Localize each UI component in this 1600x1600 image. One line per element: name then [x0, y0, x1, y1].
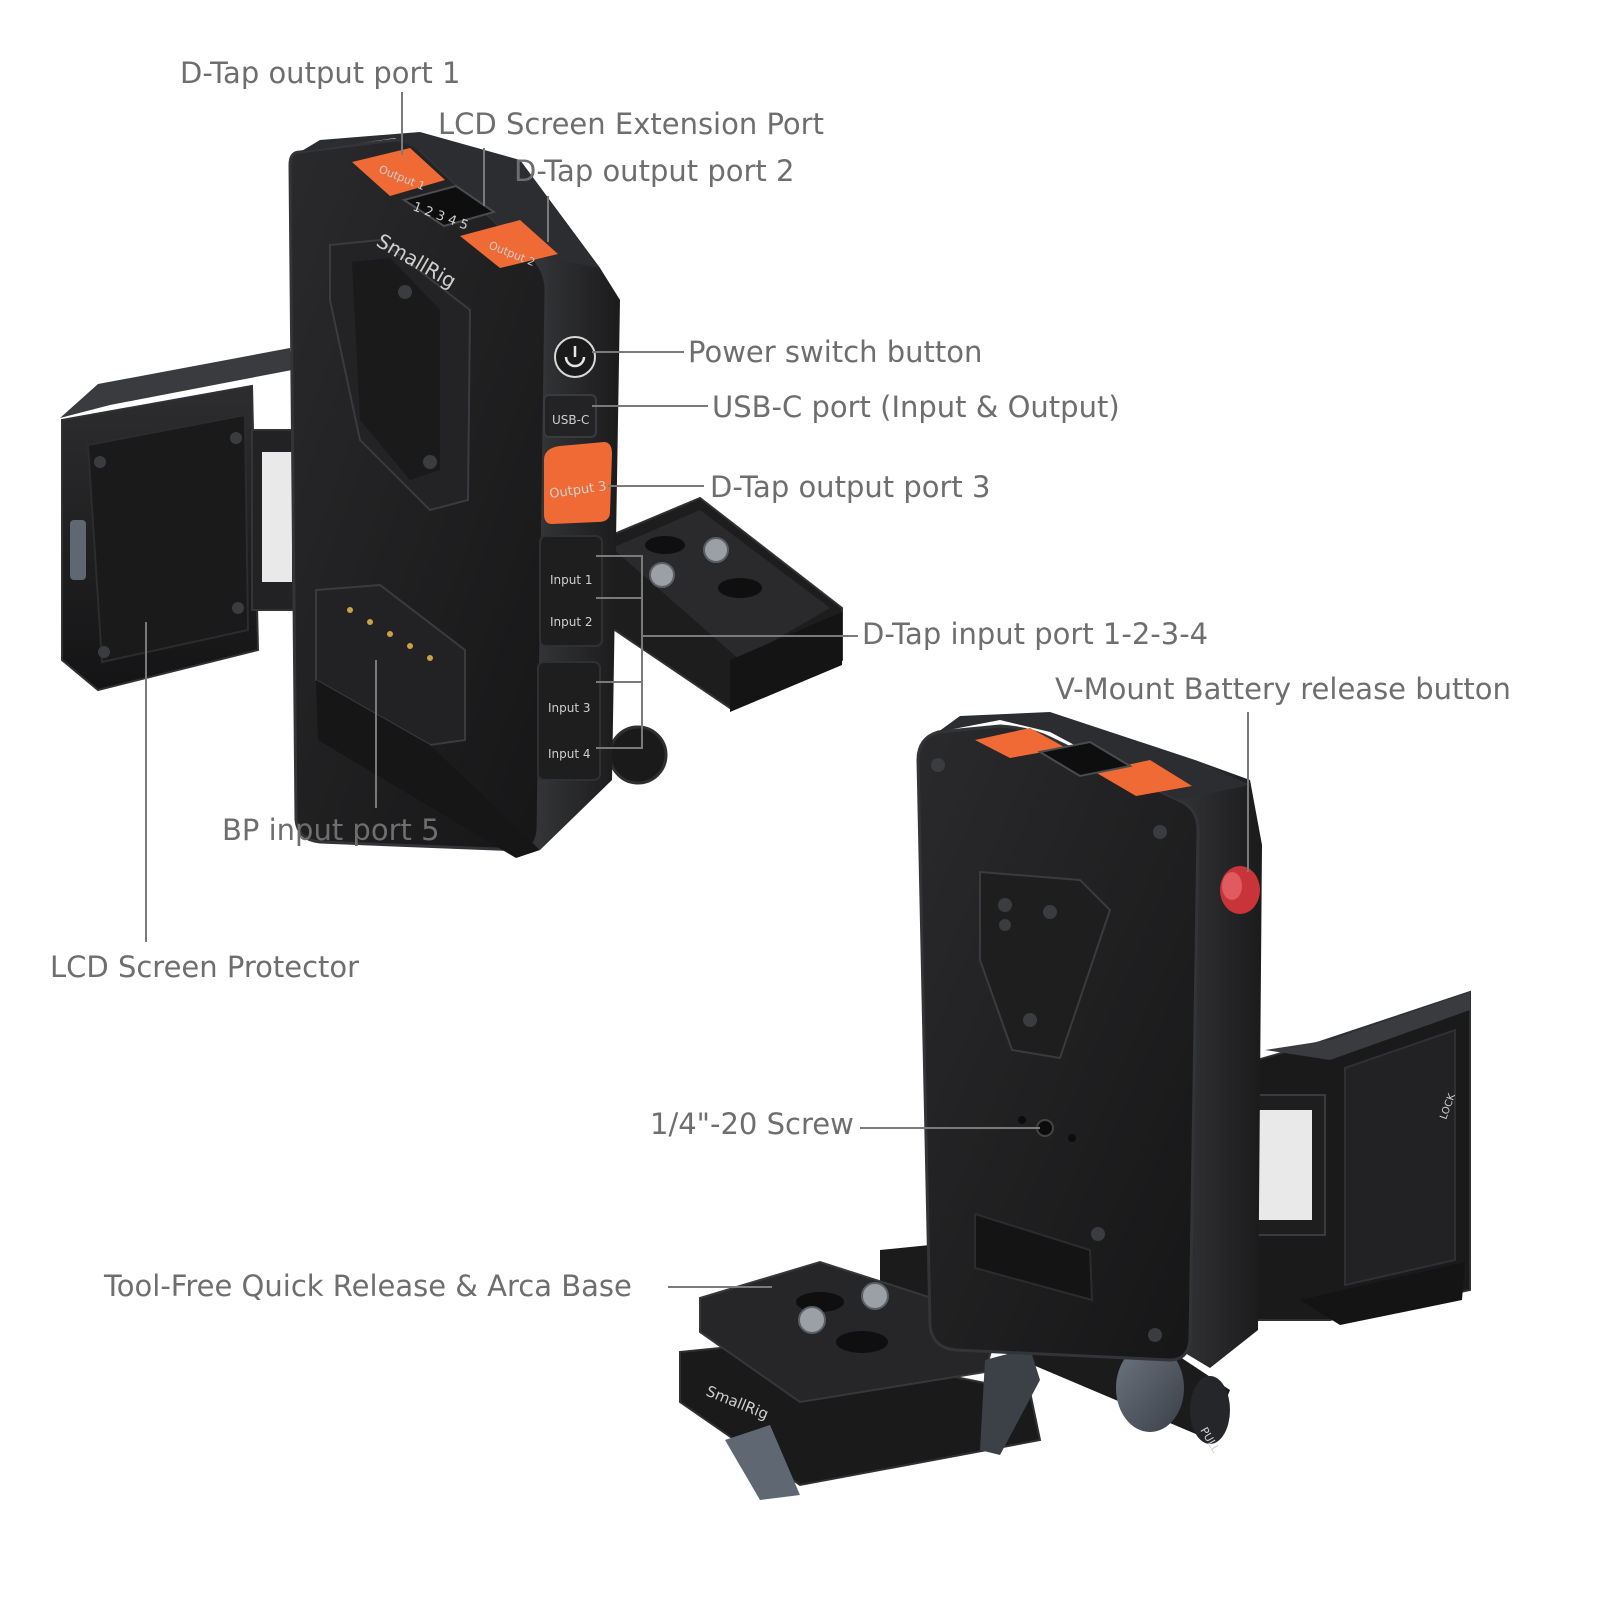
top-device: SmallRig Output 1 Output 2 1 2 3 4 5 USB…: [60, 132, 843, 858]
callout-dtap-input-1-4: D-Tap input port 1-2-3-4: [862, 617, 1209, 651]
callout-quarter-20-screw: 1/4"-20 Screw: [650, 1107, 854, 1141]
input-1-text: Input 1: [550, 573, 593, 587]
top-quick-release-plate: [599, 496, 843, 785]
output-3-cap: [544, 442, 612, 524]
leader-dtap-input-bracket: [596, 555, 643, 749]
callout-quick-release-base: Tool-Free Quick Release & Arca Base: [104, 1269, 632, 1303]
callout-dtap-output-2: D-Tap output port 2: [514, 154, 795, 188]
rod-clamp-knob: [1116, 1344, 1184, 1432]
lcd-screen-protector-panel: [60, 348, 301, 692]
usbc-port-cover: [543, 394, 597, 438]
callout-dtap-output-1: D-Tap output port 1: [180, 56, 461, 90]
callout-lcd-extension-port: LCD Screen Extension Port: [438, 107, 824, 141]
output-2-cap: [460, 220, 558, 268]
output-1-cap: [352, 148, 445, 196]
bottom-device: PULL SmallRig LOCK: [679, 712, 1471, 1500]
leader-lines: [145, 92, 1249, 1288]
callout-vmount-release: V-Mount Battery release button: [1055, 672, 1511, 706]
dtap-input-1-2-cover: [539, 535, 603, 647]
input-3-text: Input 3: [548, 701, 591, 715]
callout-power-switch: Power switch button: [688, 335, 983, 369]
callout-dtap-output-3: D-Tap output port 3: [710, 470, 991, 504]
lcd-extension-port-display: [401, 184, 497, 228]
usbc-port-text: USB-C: [552, 413, 589, 427]
input-4-text: Input 4: [548, 747, 591, 761]
dtap-input-3-4-cover: [537, 661, 601, 781]
callout-usbc-port: USB-C port (Input & Output): [712, 390, 1120, 424]
input-2-text: Input 2: [550, 615, 593, 629]
callout-bp-input-5: BP input port 5: [222, 813, 440, 847]
callout-lcd-protector: LCD Screen Protector: [50, 950, 360, 984]
bottom-quick-release-base: SmallRig: [679, 1260, 1042, 1500]
